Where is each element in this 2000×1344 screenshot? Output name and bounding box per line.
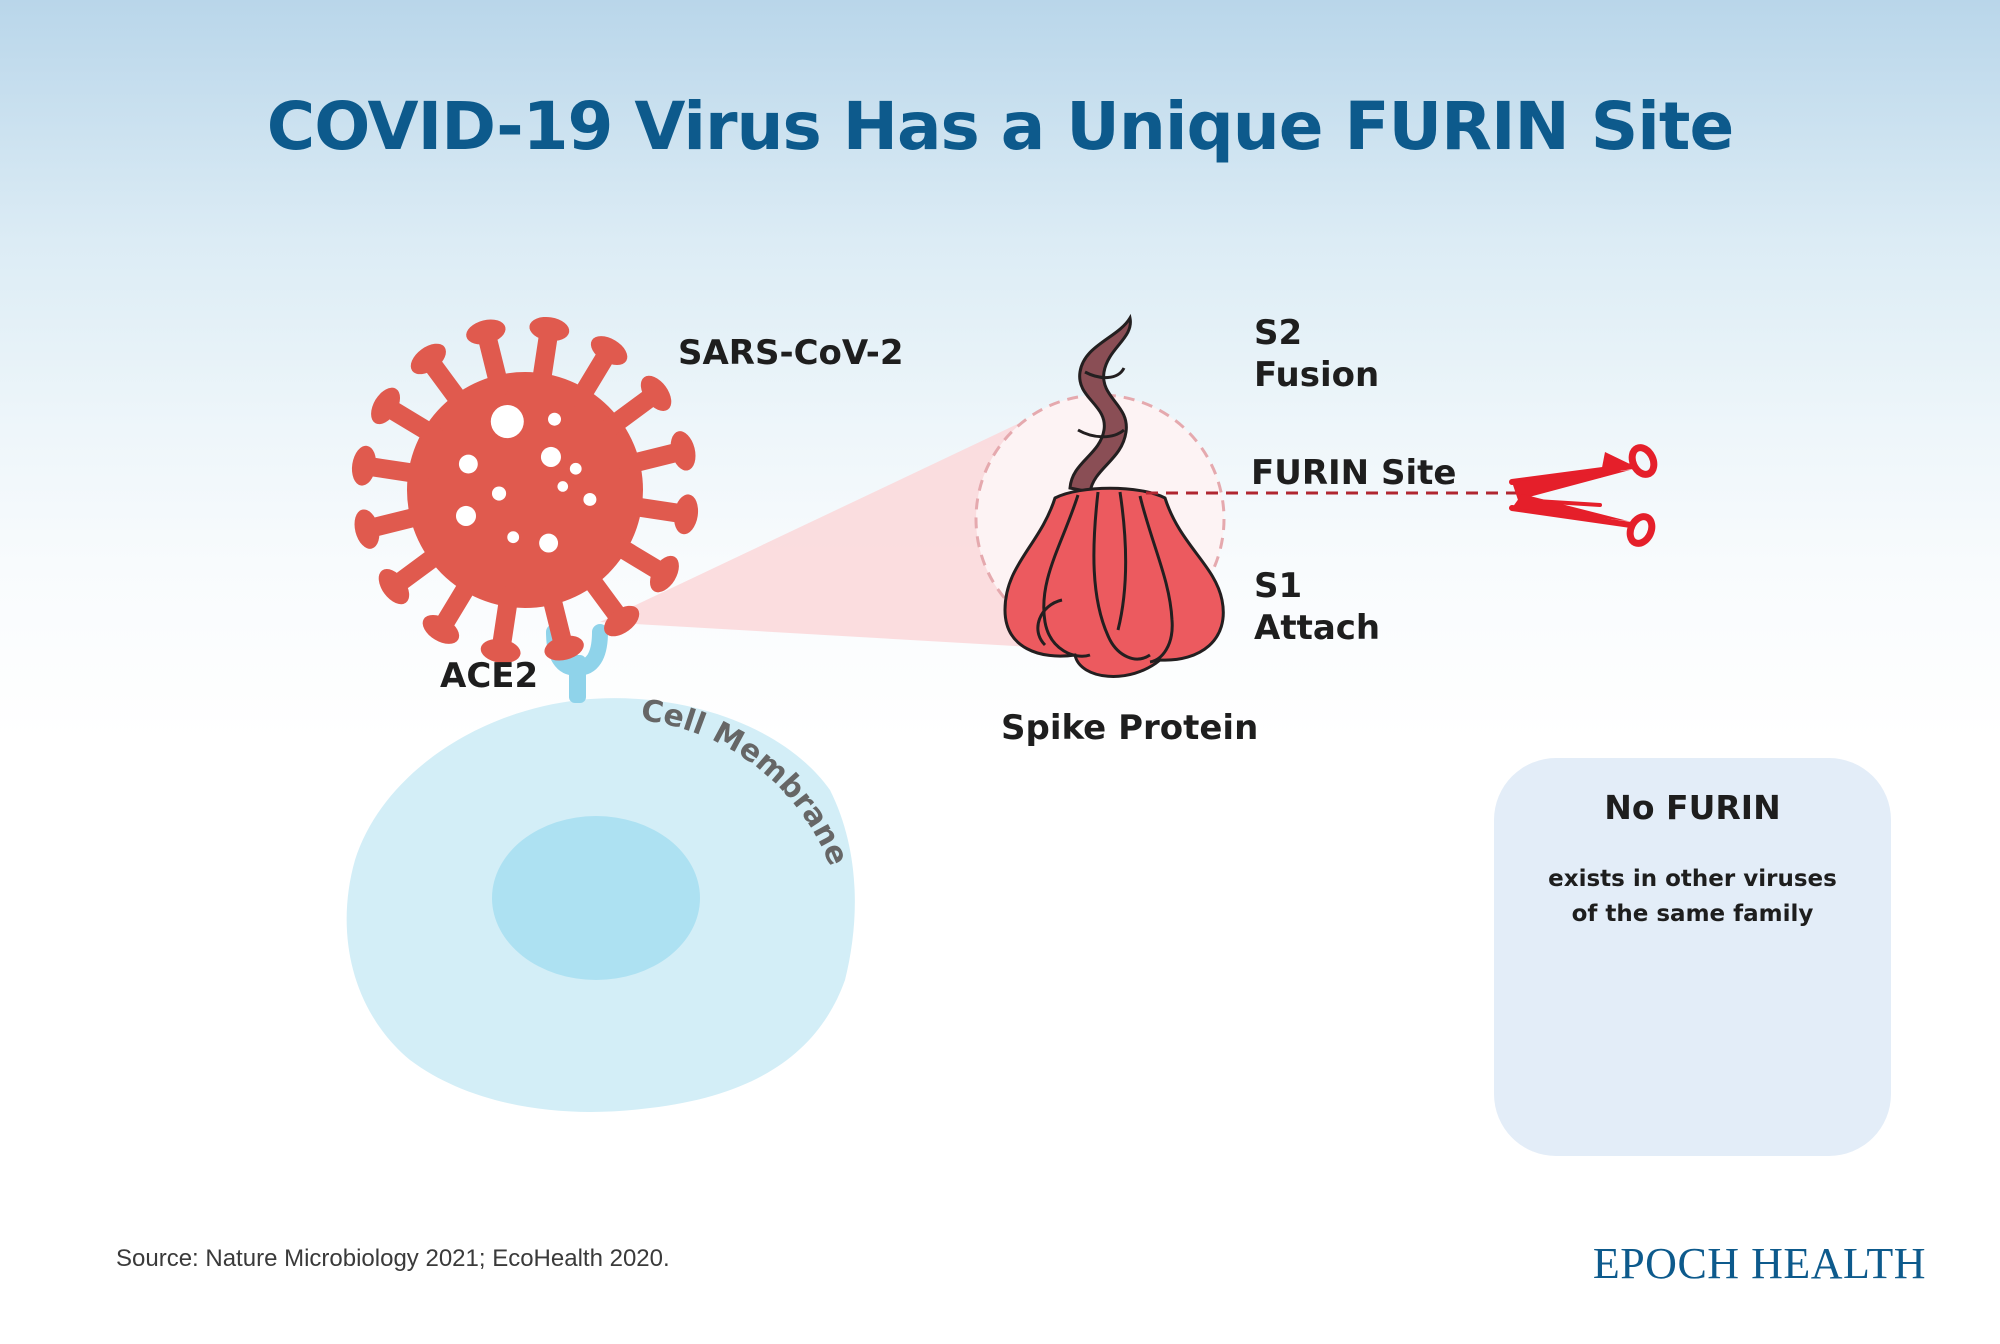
cell: Cell Membrane (346, 693, 855, 1112)
s1-function: Attach (1254, 608, 1381, 648)
s1-label: S1 Attach (1254, 565, 1380, 649)
zoom-wedge (600, 420, 1032, 647)
brand-logo: EPOCH HEALTH (1592, 1239, 1926, 1288)
s2-title: S2 (1254, 313, 1303, 353)
s1-title: S1 (1254, 566, 1303, 606)
no-furin-line-1: exists in other viruses (1548, 866, 1837, 892)
page-title: COVID-19 Virus Has a Unique FURIN Site (266, 88, 1734, 165)
furin-site-label: FURIN Site (1251, 453, 1457, 493)
no-furin-panel: No FURIN exists in other viruses of the … (1494, 758, 1891, 1156)
cell-nucleus (492, 816, 700, 980)
spike-protein-label: Spike Protein (1001, 708, 1259, 748)
source-note: Source: Nature Microbiology 2021; EcoHea… (116, 1245, 670, 1272)
no-furin-description: exists in other viruses of the same fami… (1494, 862, 1891, 932)
spike-head (1003, 486, 1225, 678)
spike-protein (1003, 313, 1225, 678)
s2-function: Fusion (1254, 355, 1380, 395)
s2-label: S2 Fusion (1254, 312, 1379, 396)
scissors-icon (1509, 444, 1658, 547)
no-furin-title: No FURIN (1604, 788, 1781, 827)
sars-cov-2-virus (351, 316, 699, 664)
sars-cov-2-label: SARS-CoV-2 (678, 333, 904, 373)
no-furin-line-2: of the same family (1571, 901, 1814, 927)
ace2-label: ACE2 (440, 656, 539, 696)
